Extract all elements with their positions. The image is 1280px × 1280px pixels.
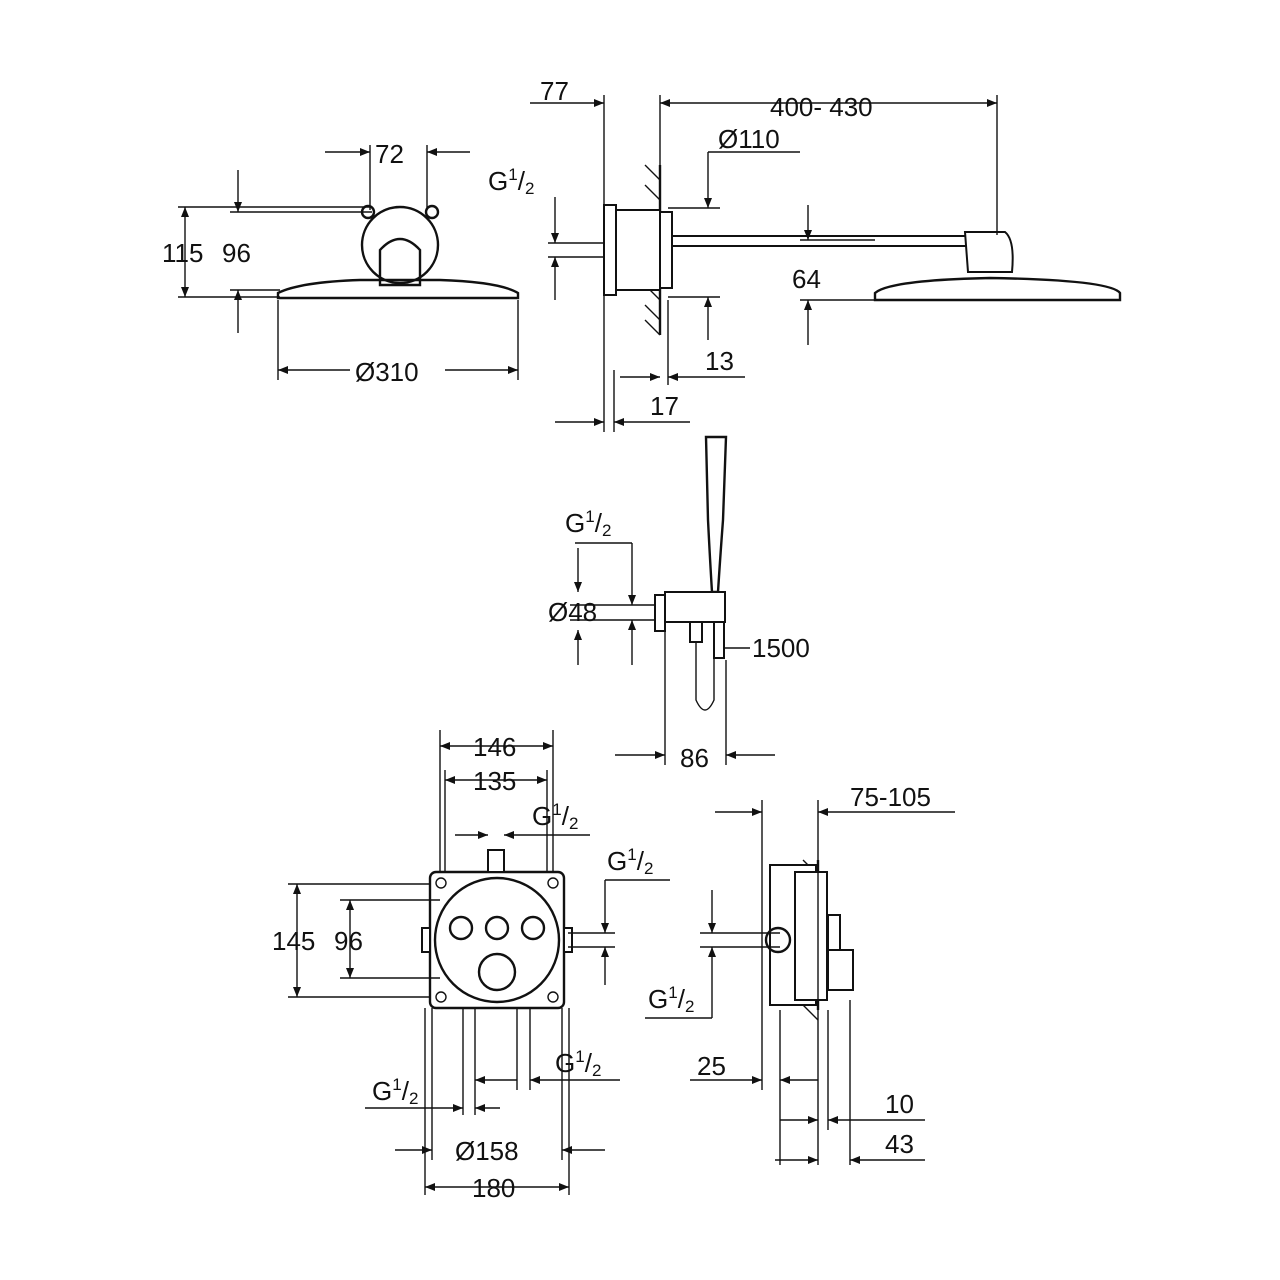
- thread-label-side: G1/2: [648, 983, 694, 1016]
- dim-43: 43: [885, 1129, 914, 1159]
- thread-label-hand: G1/2: [565, 507, 611, 540]
- thermostat-side-view: 75-105 G1/2 25 10 43: [645, 782, 955, 1165]
- dim-10: 10: [885, 1089, 914, 1119]
- thread-label-bottom-right: G1/2: [555, 1047, 601, 1080]
- head-shower-front-view: 72 115 96 Ø310: [162, 139, 520, 387]
- dim-diameter-158: Ø158: [455, 1136, 519, 1166]
- hand-shower-view: G1/2 Ø48 1500 86: [548, 435, 810, 773]
- dim-25: 25: [697, 1051, 726, 1081]
- thread-label-head: G1/2: [488, 165, 534, 198]
- dim-400-430: 400- 430: [770, 92, 873, 122]
- dim-13: 13: [705, 346, 734, 376]
- dim-145: 145: [272, 926, 315, 956]
- dim-diameter-48: Ø48: [548, 597, 597, 627]
- dim-72: 72: [375, 139, 404, 169]
- dim-135: 135: [473, 766, 516, 796]
- thermostat-front-view: 146 135 G1/2 G1/2 145 96 G1/2 G1/2 Ø158 …: [272, 730, 670, 1203]
- dim-64: 64: [792, 264, 821, 294]
- dim-86: 86: [680, 743, 709, 773]
- dim-17: 17: [650, 391, 679, 421]
- dim-96: 96: [222, 238, 251, 268]
- thread-label-right: G1/2: [607, 845, 653, 878]
- dim-96-thermostat: 96: [334, 926, 363, 956]
- thread-label-bottom-left: G1/2: [372, 1075, 418, 1108]
- dim-diameter-310: Ø310: [355, 357, 419, 387]
- head-shower-side-view: 77 400- 430 Ø110 64 G1/2 13 17: [488, 76, 1122, 432]
- dim-180: 180: [472, 1173, 515, 1203]
- dim-1500: 1500: [752, 633, 810, 663]
- dim-77: 77: [540, 76, 569, 106]
- thread-label-top: G1/2: [532, 800, 578, 833]
- dim-diameter-110: Ø110: [718, 124, 780, 154]
- dim-75-105: 75-105: [850, 782, 931, 812]
- dim-146: 146: [473, 732, 516, 762]
- dim-115: 115: [162, 238, 203, 268]
